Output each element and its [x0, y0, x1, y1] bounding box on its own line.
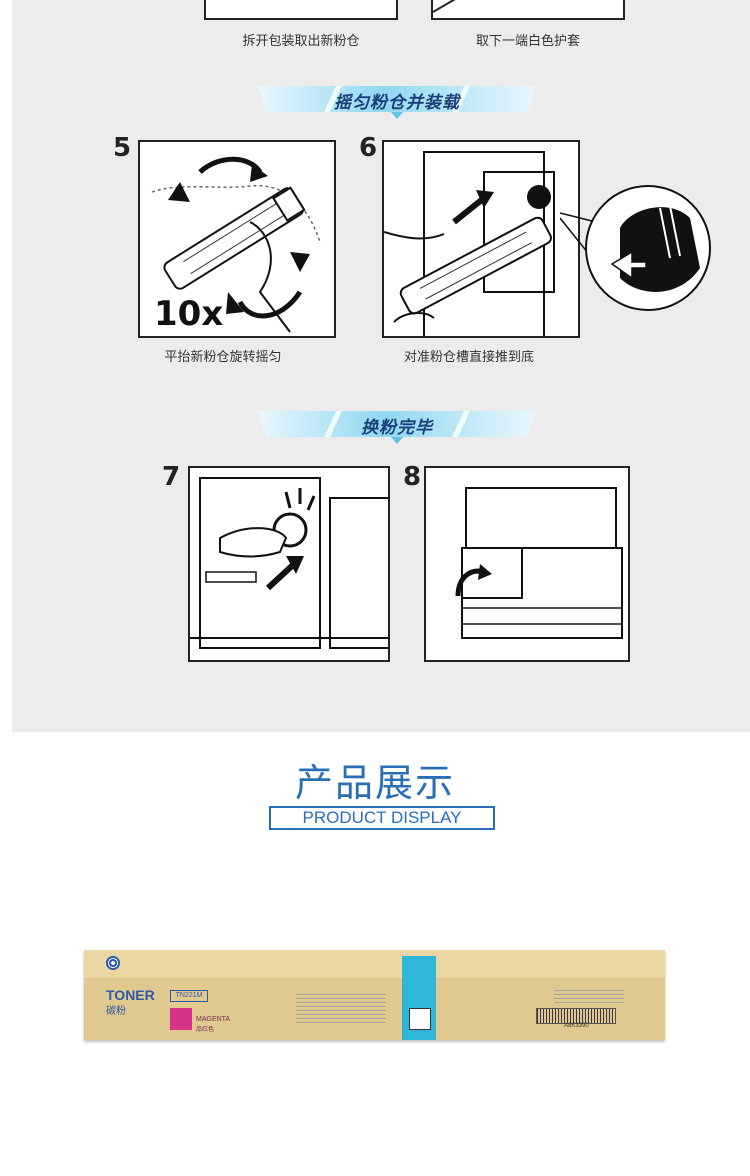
box-brand-sub: 碳粉: [106, 1006, 126, 1017]
step-6-drawing: [384, 151, 555, 336]
step-5-illustration: 10x: [138, 140, 336, 338]
qr-code-icon: [409, 1008, 431, 1030]
step-5-number: 5: [113, 133, 132, 163]
box-barcode: [536, 1008, 616, 1024]
step-4-illustration: [431, 0, 625, 20]
magenta-swatch-icon: [170, 1008, 192, 1030]
product-box: TONER 碳粉 TN221M MAGENTA 品红色 A8K3390: [84, 950, 665, 1040]
step-7-illustration: [188, 466, 390, 662]
step-4-drawing: [433, 0, 456, 13]
step-4-caption: 取下一端白色护套: [475, 34, 580, 49]
box-model: TN221M: [170, 990, 208, 1002]
banner-finish-bg: [258, 411, 536, 444]
step-5-drawing: [151, 156, 321, 333]
step-3-caption: 拆开包装取出新粉仓: [242, 34, 360, 49]
banner-shake-text: 摇匀粉仓并装载: [334, 93, 460, 113]
box-color-name: MAGENTA: [196, 1016, 231, 1023]
box-code: A8K3390: [564, 1023, 589, 1029]
repeat-count: 10x: [154, 294, 224, 334]
section-banner-shake: 摇匀粉仓并装载: [258, 86, 536, 119]
box-color-sub: 品红色: [196, 1026, 215, 1033]
product-subtitle: PRODUCT DISPLAY: [269, 806, 495, 830]
konica-logo-icon: [106, 956, 120, 970]
product-title: 产品展示: [294, 761, 455, 805]
step-6-caption: 对准粉仓槽直接推到底: [403, 350, 534, 365]
step-7-drawing: [190, 477, 388, 649]
step-6-illustration: [382, 140, 580, 338]
step-8-illustration: [424, 466, 630, 662]
step-5-caption: 平抬新粉仓旋转摇匀: [164, 350, 282, 365]
box-seal-label: [402, 956, 436, 1040]
box-fine-print: [296, 994, 386, 1026]
banner-finish-text: 换粉完毕: [361, 418, 433, 438]
step-3-illustration: [204, 0, 398, 20]
box-fine-print-right: [554, 990, 624, 1006]
section-banner-finish: 换粉完毕: [258, 411, 536, 444]
box-lid: [84, 950, 665, 978]
banner-shake-bg: [258, 86, 536, 119]
step-8-drawing: [455, 487, 623, 639]
step-7-number: 7: [162, 462, 181, 492]
box-brand: TONER: [106, 987, 155, 1003]
step-8-number: 8: [403, 462, 422, 492]
step-6-number: 6: [359, 133, 378, 163]
step-6-zoom-bubble: [560, 185, 711, 311]
